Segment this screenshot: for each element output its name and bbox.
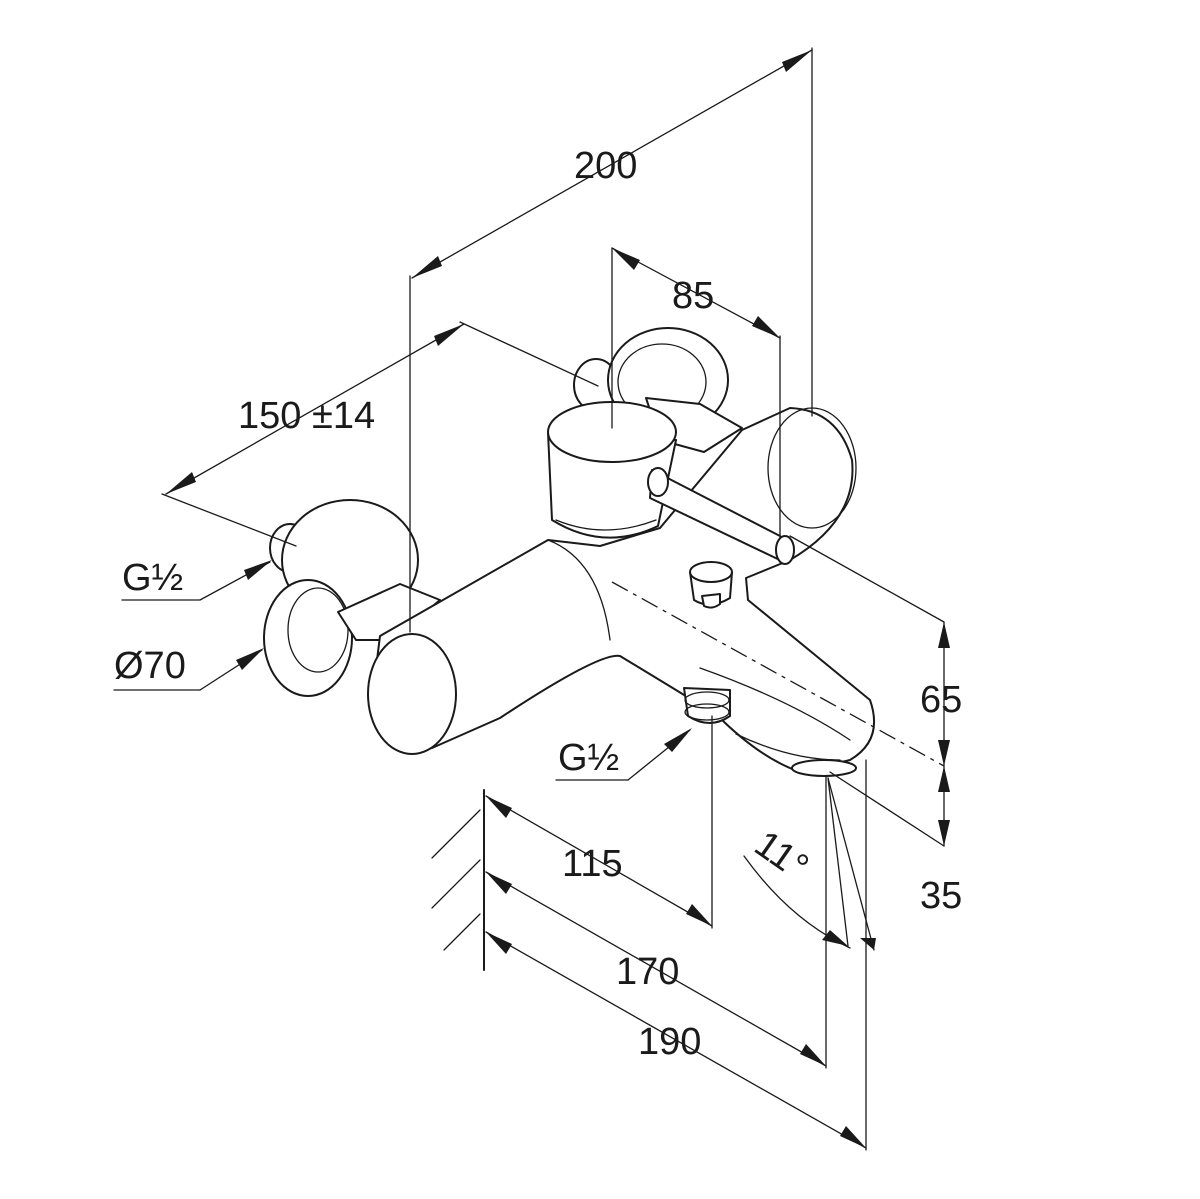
dim-label-190: 190: [638, 1021, 701, 1063]
dimension-spout-angle: 11°: [743, 777, 876, 951]
bottom-outlet: [683, 687, 731, 724]
dim-label-g-half-left: G½: [122, 557, 183, 599]
leader-rosette-diameter: Ø70: [113, 645, 264, 691]
dim-label-35: 35: [920, 875, 962, 917]
dimension-projections: 115 170 190: [485, 715, 867, 1151]
dim-label-g-half-bottom: G½: [558, 737, 619, 779]
diverter-knob: [689, 561, 733, 609]
dim-label-170: 170: [616, 951, 679, 993]
dimension-overall-width: 200: [409, 47, 813, 633]
dimension-heights: 65 35: [789, 535, 962, 917]
center-lines: [611, 247, 945, 767]
leader-connection-left: G½: [121, 557, 272, 601]
mixer-body: [367, 407, 875, 777]
dim-label-115: 115: [562, 843, 623, 885]
wall-hatch: [431, 789, 485, 971]
dim-label-200: 200: [574, 145, 637, 187]
mixing-handle: [547, 401, 795, 565]
dim-label-85: 85: [672, 275, 714, 317]
front-wall-rosette: [263, 499, 441, 697]
dimension-lever-offset: 85: [611, 247, 781, 539]
dim-label-11-degrees: 11°: [747, 823, 816, 889]
dim-label-150: 150 ±14: [238, 395, 375, 437]
dimension-wall-centers: 150 ±14: [161, 321, 599, 547]
dim-label-65: 65: [920, 679, 962, 721]
dim-label-diameter-70: Ø70: [114, 645, 186, 687]
leader-connection-bottom: G½: [555, 728, 692, 781]
